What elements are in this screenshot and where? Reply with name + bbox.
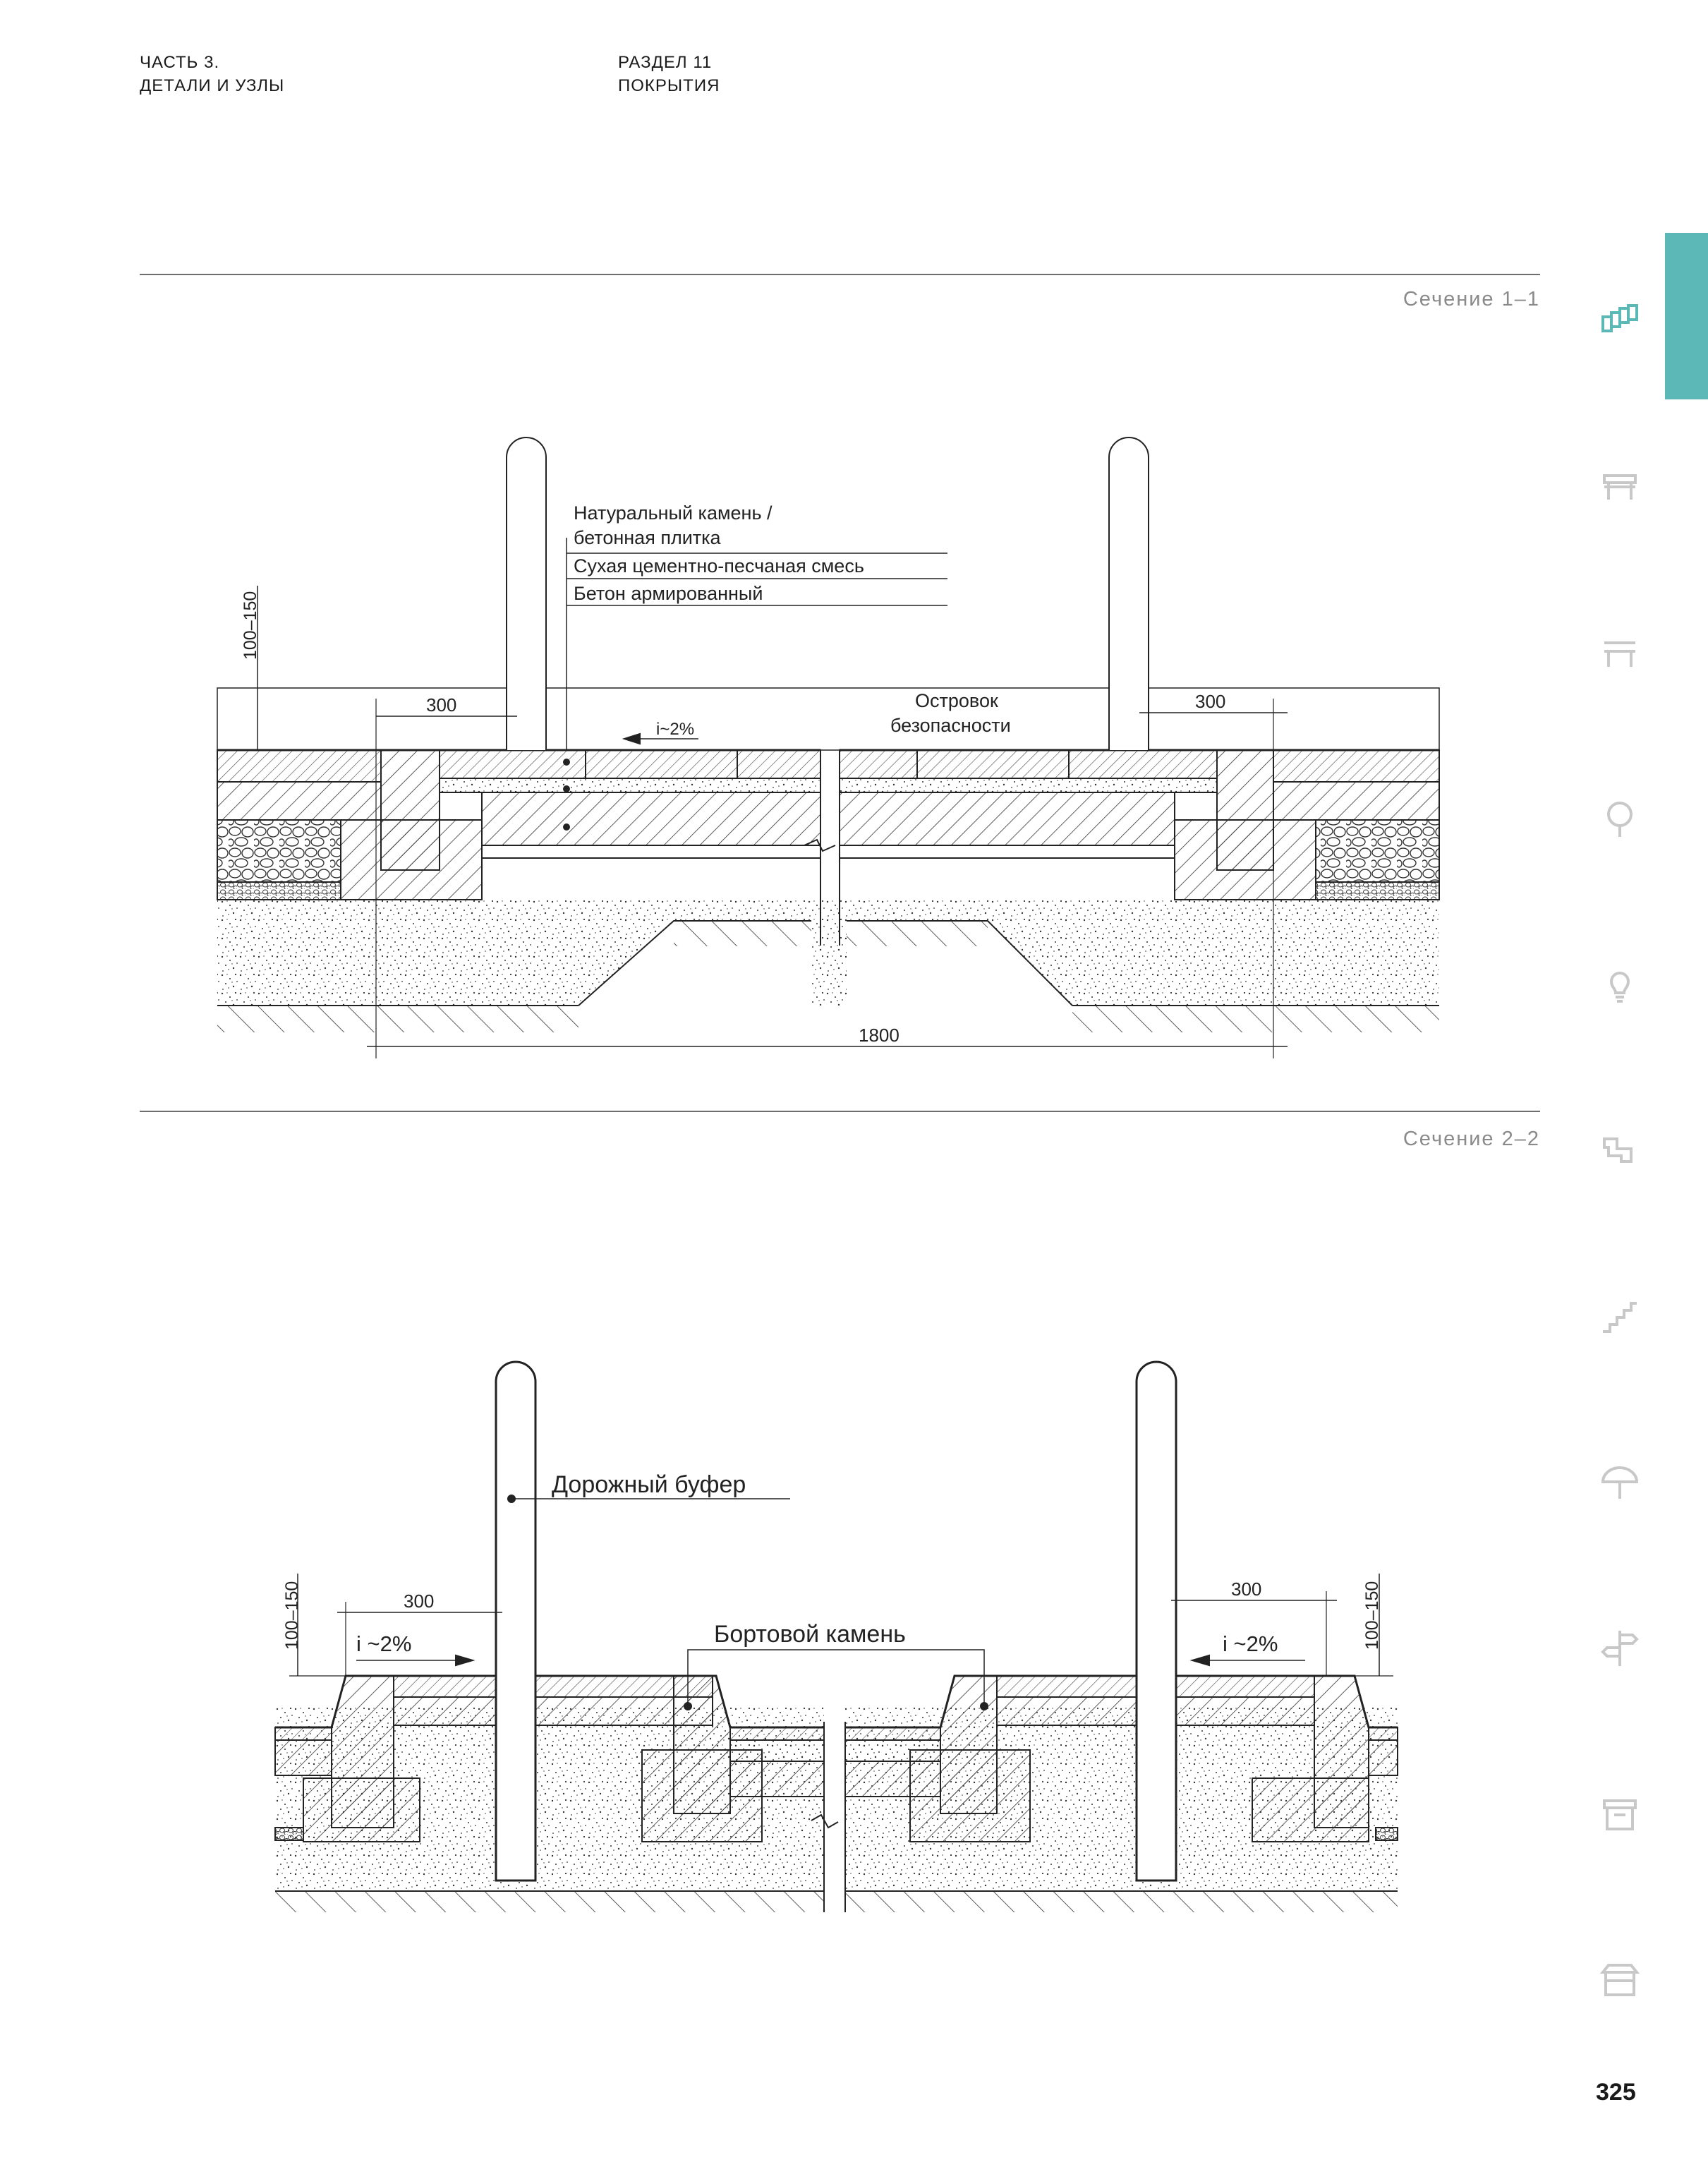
- header-part-line2: ДЕТАЛИ И УЗЛЫ: [140, 76, 285, 95]
- dim-right-2: 300: [1231, 1579, 1261, 1600]
- divider-middle: [140, 1111, 1540, 1112]
- dim-height-2-left: 100–150: [282, 1581, 302, 1650]
- dim-height-1: 100–150: [241, 591, 260, 660]
- label-curb: Бортовой камень: [714, 1621, 906, 1648]
- slope-1: i~2%: [656, 720, 694, 739]
- pipe-icon[interactable]: [1599, 1129, 1641, 1171]
- header-part: ЧАСТЬ 3. ДЕТАЛИ И УЗЛЫ: [140, 51, 284, 97]
- dim-left-1: 300: [426, 694, 456, 716]
- page-number: 325: [1596, 2079, 1636, 2106]
- dim-right-1: 300: [1195, 691, 1225, 712]
- table-icon[interactable]: [1599, 632, 1641, 674]
- slope-2-right: i ~2%: [1223, 1631, 1278, 1656]
- section2-drawing: [274, 1360, 1398, 1912]
- lamp-icon[interactable]: [1599, 963, 1641, 1006]
- label-concrete: Бетон армированный: [574, 583, 763, 604]
- umbrella-icon[interactable]: [1599, 1461, 1641, 1503]
- header-part-line1: ЧАСТЬ 3.: [140, 53, 220, 72]
- label-stone-2: бетонная плитка: [574, 527, 722, 548]
- bench-icon[interactable]: [1599, 466, 1641, 508]
- slope-2-left: i ~2%: [356, 1631, 411, 1656]
- section1-title: Сечение 1–1: [1403, 288, 1540, 310]
- chapter-tab[interactable]: [1665, 233, 1708, 399]
- stairs-icon[interactable]: [1599, 1295, 1641, 1337]
- pavers-icon[interactable]: [1599, 300, 1641, 342]
- dim-left-2: 300: [404, 1590, 434, 1612]
- signpost-icon[interactable]: [1599, 1626, 1641, 1669]
- island-label-1: Островок: [915, 690, 998, 711]
- label-buffer: Дорожный буфер: [552, 1471, 746, 1498]
- bin-icon[interactable]: [1599, 1792, 1641, 1835]
- header-section-line2: ПОКРЫТИЯ: [618, 76, 720, 95]
- section2-title: Сечение 2–2: [1403, 1128, 1540, 1150]
- tree-icon[interactable]: [1599, 797, 1641, 840]
- label-mix: Сухая цементно-песчаная смесь: [574, 555, 864, 577]
- dim-height-2-right: 100–150: [1362, 1581, 1382, 1650]
- section1-drawing: Островок: [217, 437, 1440, 1058]
- label-stone-1: Натуральный камень /: [574, 502, 773, 524]
- divider-top: [140, 274, 1540, 275]
- header-section-line1: РАЗДЕЛ 11: [618, 53, 713, 72]
- island-label-2: безопасности: [890, 715, 1011, 736]
- header-section: РАЗДЕЛ 11 ПОКРЫТИЯ: [618, 51, 720, 97]
- dim-total-1: 1800: [859, 1025, 900, 1046]
- kiosk-icon[interactable]: [1599, 1958, 1641, 2000]
